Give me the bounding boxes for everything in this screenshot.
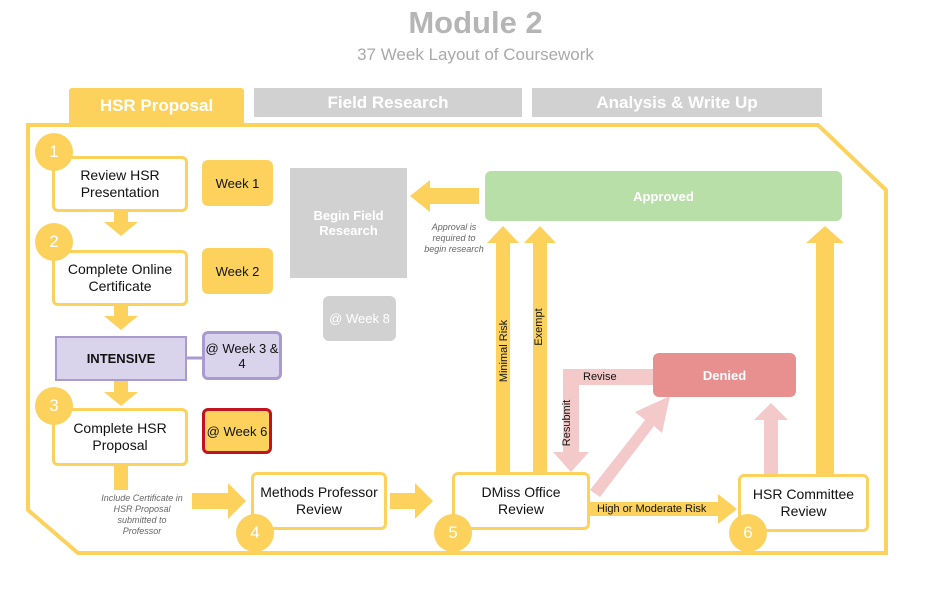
tab-hsr-proposal[interactable]: HSR Proposal: [69, 88, 244, 124]
step-dmiss-office-review: DMiss Office Review: [452, 472, 590, 530]
step-complete-hsr-proposal: Complete HSR Proposal: [52, 408, 188, 466]
step-number-5: 5: [434, 514, 472, 552]
label-exempt: Exempt: [533, 308, 545, 346]
arrow-exempt: [524, 226, 556, 473]
arrow-step2-to-intensive: [104, 306, 138, 330]
step-number-1: 1: [35, 133, 73, 171]
arrow-committee-approve: [806, 226, 844, 474]
week-8-badge: @ Week 8: [323, 296, 396, 341]
page-title: Module 2: [408, 5, 543, 40]
note-approval-required: Approval is required to begin research: [424, 222, 484, 254]
step-number-3: 3: [35, 387, 73, 425]
step-number-2: 2: [35, 223, 73, 261]
approved-box: Approved: [485, 171, 842, 221]
week-1-badge: Week 1: [202, 160, 273, 206]
arrow-revise-resubmit: [553, 369, 653, 472]
label-revise: Revise: [583, 371, 617, 383]
arrow-dmiss-to-denied: [590, 396, 670, 497]
arrow-approved-to-field: [410, 180, 479, 212]
arrow-to-methods-review: [192, 483, 246, 519]
denied-box: Denied: [653, 353, 796, 397]
label-minimal-risk: Minimal Risk: [498, 319, 510, 383]
bottom-flow-arrows: [192, 180, 479, 519]
page-subtitle: 37 Week Layout of Coursework: [357, 45, 594, 64]
arrow-committee-to-denied: [754, 403, 788, 474]
left-flow-arrows: [104, 212, 138, 490]
step-complete-online-certificate: Complete Online Certificate: [52, 250, 188, 306]
tab-analysis-write-up[interactable]: Analysis & Write Up: [532, 88, 822, 117]
begin-field-research-box: Begin Field Research: [290, 168, 407, 278]
step-number-6: 6: [729, 514, 767, 552]
note-include-certificate: Include Certificate in HSR Proposal subm…: [101, 493, 183, 536]
week-2-badge: Week 2: [202, 248, 273, 294]
tab-field-research[interactable]: Field Research: [254, 88, 522, 117]
step-number-4: 4: [236, 514, 274, 552]
arrow-intensive-to-step3: [104, 381, 138, 406]
arrow-step1-to-step2: [104, 212, 138, 236]
denied-arrows: [553, 369, 788, 497]
week-3-4-badge: @ Week 3 & 4: [202, 331, 282, 380]
step-intensive: INTENSIVE: [55, 336, 187, 381]
label-high-moderate-risk: High or Moderate Risk: [597, 503, 707, 515]
arrow-high-moderate-risk: [590, 494, 737, 524]
label-resubmit: Resubmit: [561, 399, 573, 447]
module-frame: [26, 123, 888, 555]
week-6-badge: @ Week 6: [202, 408, 272, 454]
approval-arrows: [487, 226, 844, 474]
step-methods-professor-review: Methods Professor Review: [251, 472, 387, 530]
arrow-to-dmiss-review: [390, 483, 433, 519]
step-review-hsr-presentation: Review HSR Presentation: [52, 156, 188, 212]
arrow-step3-down: [114, 466, 128, 490]
arrow-minimal-risk: [487, 226, 519, 473]
